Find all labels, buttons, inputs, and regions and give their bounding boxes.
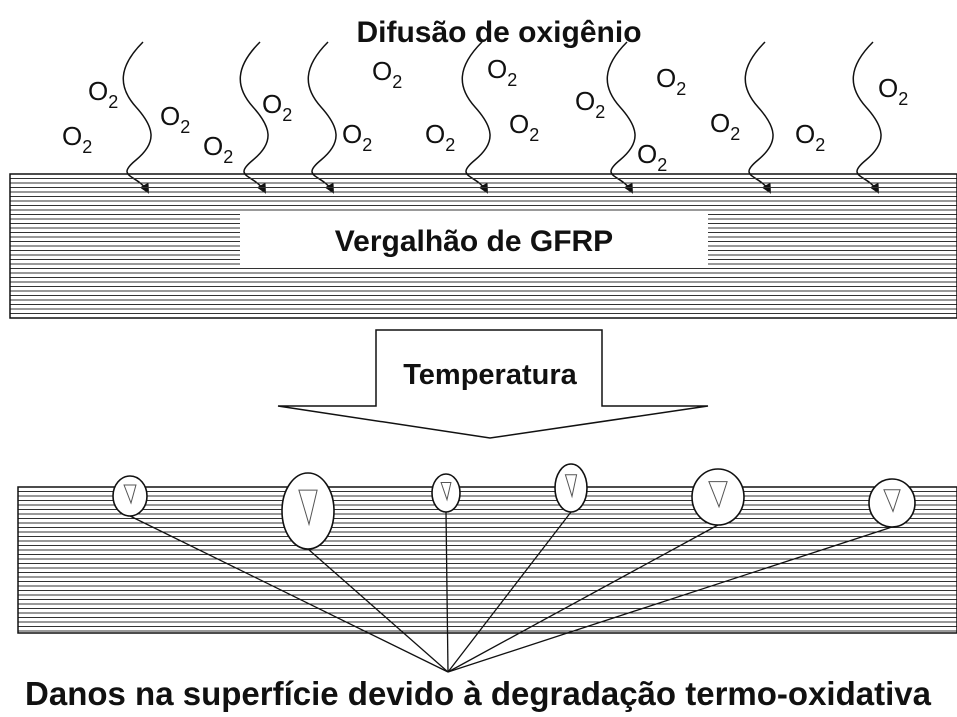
rebar-label-box	[240, 212, 708, 266]
leader-line	[129, 515, 449, 673]
o2-label: O2	[656, 63, 686, 99]
temperature-label: Temperatura	[403, 359, 577, 391]
top-rebar: Vergalhão de GFRP	[9, 173, 957, 319]
o2-label: O2	[342, 119, 372, 155]
leader-line	[447, 511, 572, 673]
o2-label: O2	[637, 139, 667, 175]
diffusion-arrow	[606, 41, 636, 194]
rebar-label: Vergalhão de GFRP	[335, 225, 613, 258]
crack-mark	[708, 481, 728, 509]
diffusion-arrow	[461, 41, 491, 194]
temperature-arrow: Temperatura	[277, 329, 709, 439]
leader-line	[307, 548, 449, 673]
o2-label: O2	[88, 76, 118, 112]
o2-label: O2	[160, 101, 190, 137]
title: Difusão de oxigênio	[356, 16, 641, 49]
leader-line	[447, 524, 719, 673]
o2-label: O2	[262, 89, 292, 125]
o2-label: O2	[878, 73, 908, 109]
bottom-rebar	[17, 486, 957, 634]
o2-label: O2	[509, 109, 539, 145]
crack-mark	[298, 489, 318, 527]
diffusion-arrow	[307, 41, 337, 194]
diffusion-arrow	[239, 41, 269, 194]
bottom-rebar-hatching	[18, 491, 957, 632]
crack-mark	[564, 474, 578, 499]
crack-mark	[440, 482, 452, 502]
diffusion-arrow	[122, 41, 152, 194]
surface-damage-markers	[112, 463, 916, 673]
top-rebar-outline	[9, 173, 957, 319]
bottom-rebar-outline	[17, 486, 957, 634]
leader-line	[447, 526, 893, 673]
diffusion-arrows	[122, 41, 882, 194]
crack-mark	[883, 489, 901, 513]
bottom-caption: Danos na superfície devido à degradação …	[25, 675, 932, 712]
temperature-arrow-shape	[277, 329, 709, 439]
leader-line	[445, 511, 449, 673]
crack-mark	[123, 484, 137, 505]
o2-label: O2	[372, 56, 402, 92]
diffusion-arrow	[852, 41, 882, 194]
o2-label: O2	[425, 119, 455, 155]
o2-label: O2	[203, 131, 233, 167]
diffusion-arrow	[744, 41, 774, 194]
o2-label: O2	[487, 54, 517, 90]
o2-label: O2	[710, 108, 740, 144]
o2-label: O2	[62, 121, 92, 157]
o2-label: O2	[575, 86, 605, 122]
o2-label: O2	[795, 119, 825, 155]
